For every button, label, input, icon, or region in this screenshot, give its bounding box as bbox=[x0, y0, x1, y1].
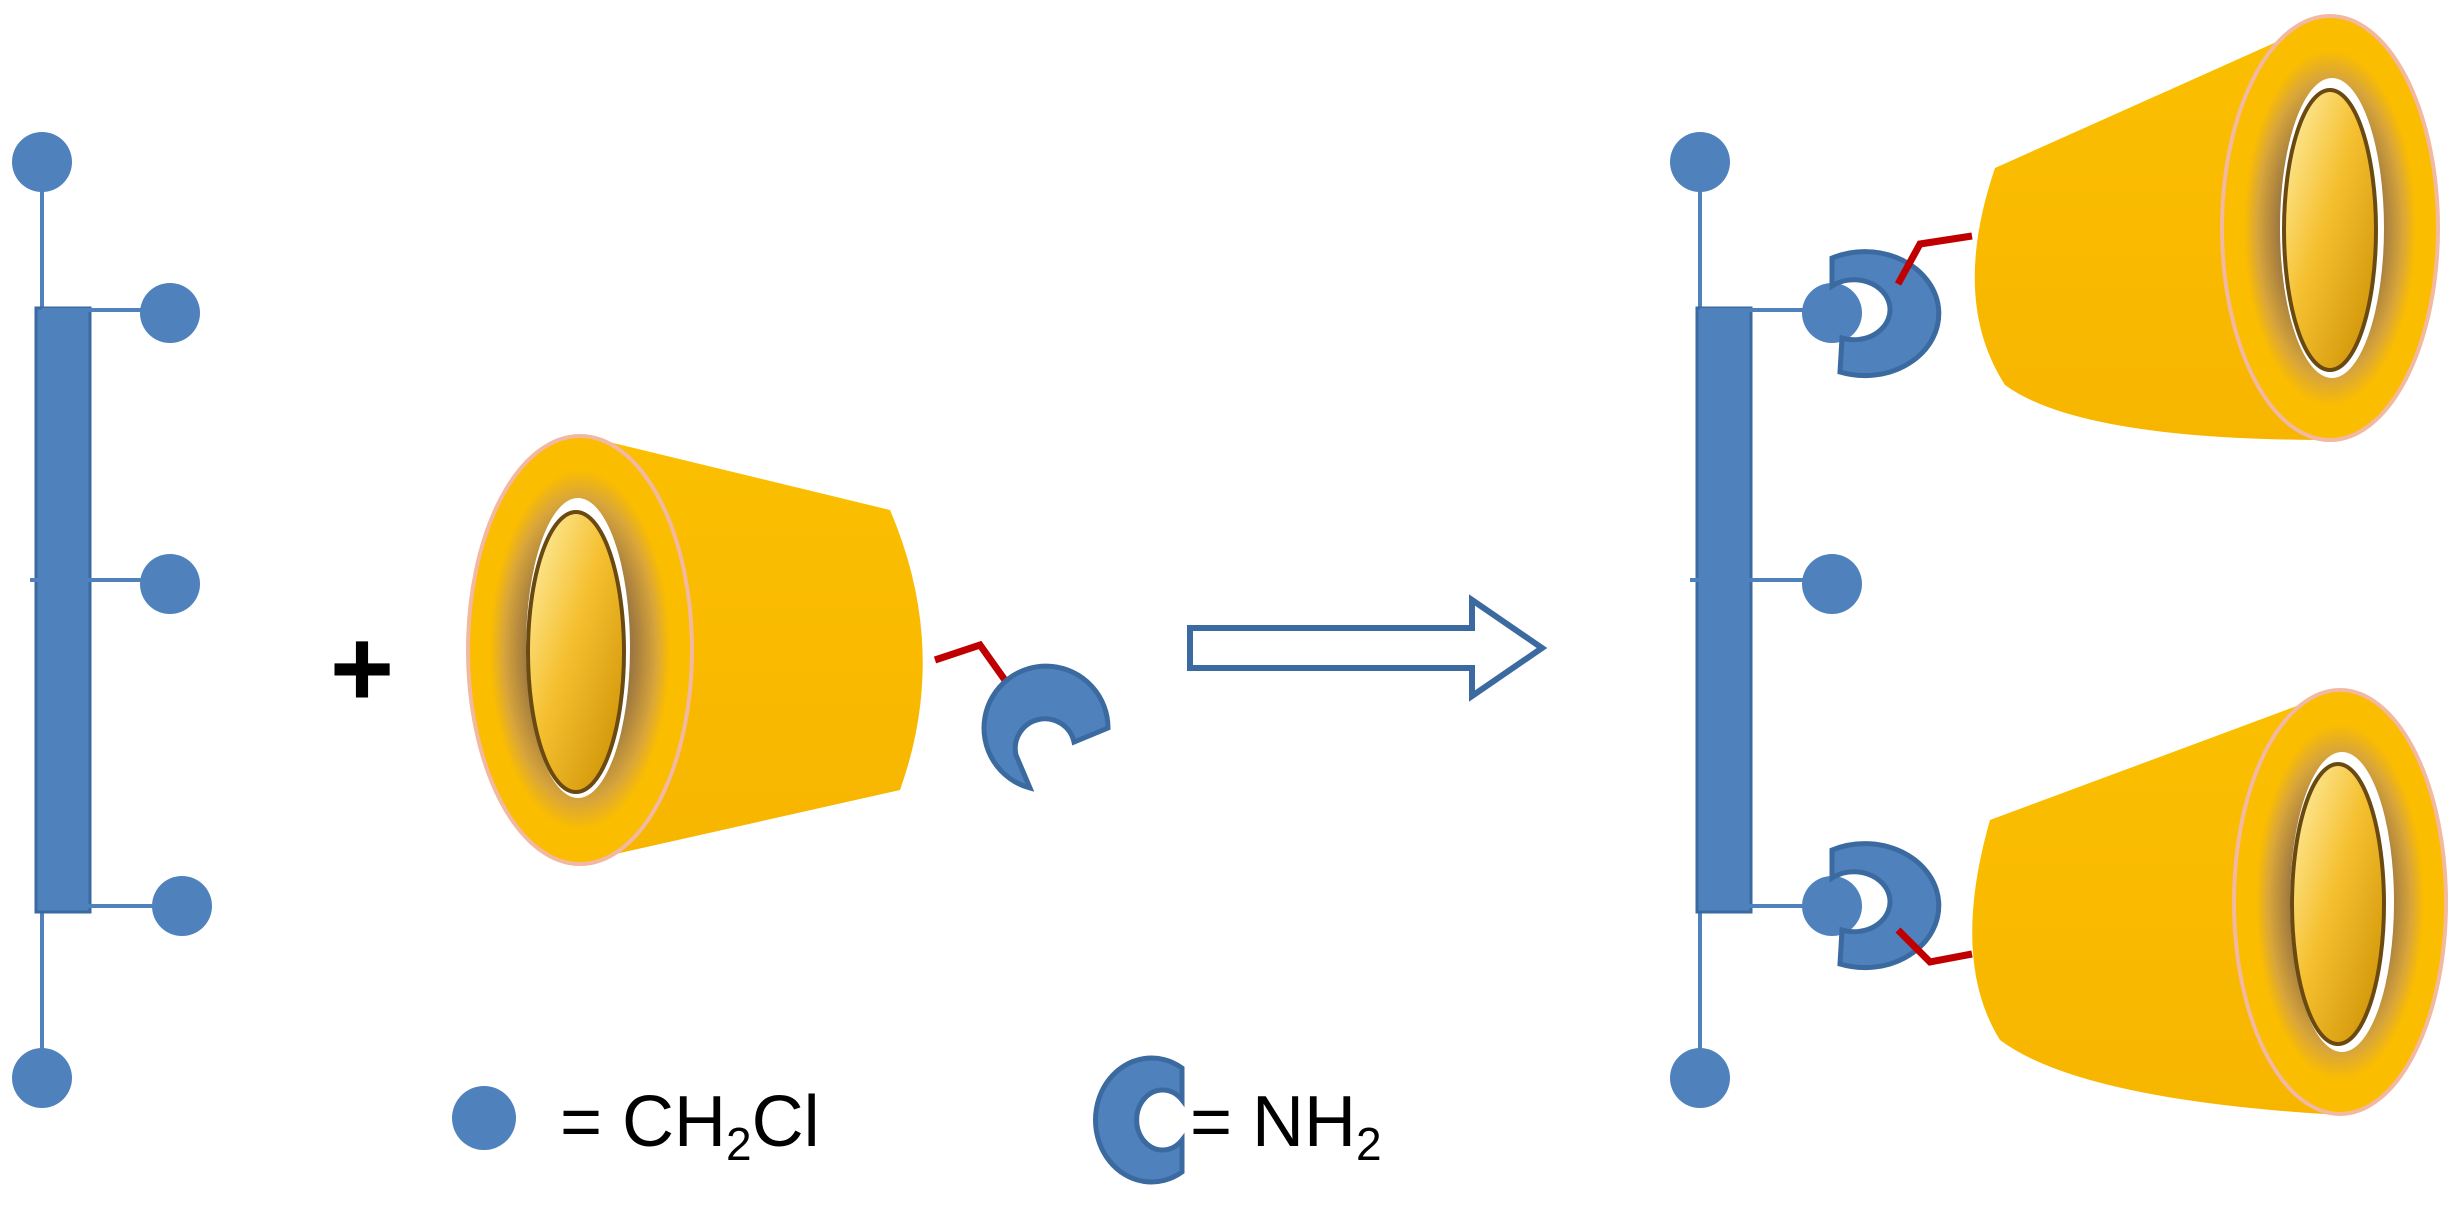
cyclodextrin-free bbox=[466, 434, 1111, 866]
chloromethyl-dot bbox=[1802, 283, 1862, 343]
legend-amine-prefix: = NH bbox=[1190, 1082, 1356, 1162]
linker-red bbox=[933, 640, 1015, 693]
cyclodextrin-bound-bottom bbox=[1972, 688, 2448, 1116]
polymer-right-backbone bbox=[1695, 306, 1753, 914]
plus-sign: + bbox=[330, 607, 394, 730]
cyclodextrin-cavity bbox=[526, 510, 626, 794]
linker-red-bottom bbox=[1895, 927, 1973, 966]
cyclodextrin-cavity bbox=[2282, 88, 2378, 372]
chloromethyl-dot bbox=[1670, 132, 1730, 192]
linker-red-top bbox=[1894, 232, 1973, 286]
chloromethyl-dot bbox=[140, 283, 200, 343]
polymer-left bbox=[12, 132, 212, 1108]
c-shaped-amine-icon bbox=[1093, 1055, 1185, 1185]
chloromethyl-dot bbox=[1670, 1048, 1730, 1108]
polymer-right bbox=[1670, 132, 1973, 1108]
amine-c-icon bbox=[981, 663, 1111, 792]
legend-amine-subscript: 2 bbox=[1356, 1118, 1382, 1170]
chloromethyl-dot bbox=[12, 1048, 72, 1108]
legend: = CH2Cl = NH2 bbox=[452, 1055, 1382, 1185]
polymer-left-backbone bbox=[34, 306, 92, 914]
amine-c-bound-bottom bbox=[1829, 841, 1942, 971]
legend-chloromethyl-suffix: Cl bbox=[752, 1082, 820, 1162]
chloromethyl-dot bbox=[12, 132, 72, 192]
cyclodextrin-cavity bbox=[2290, 762, 2386, 1046]
legend-amine-label: = NH2 bbox=[1190, 1082, 1382, 1170]
legend-chloromethyl-prefix: = CH bbox=[560, 1082, 726, 1162]
blue-dot-icon bbox=[452, 1086, 516, 1150]
cyclodextrin-bound-top bbox=[1974, 14, 2440, 442]
legend-chloromethyl-subscript: 2 bbox=[726, 1118, 752, 1170]
chloromethyl-dot bbox=[140, 554, 200, 614]
reaction-arrow-icon bbox=[1187, 594, 1548, 702]
legend-chloromethyl-label: = CH2Cl bbox=[560, 1082, 820, 1170]
chloromethyl-dot bbox=[1802, 876, 1862, 936]
chloromethyl-dot bbox=[152, 876, 212, 936]
chloromethyl-dot bbox=[1802, 554, 1862, 614]
